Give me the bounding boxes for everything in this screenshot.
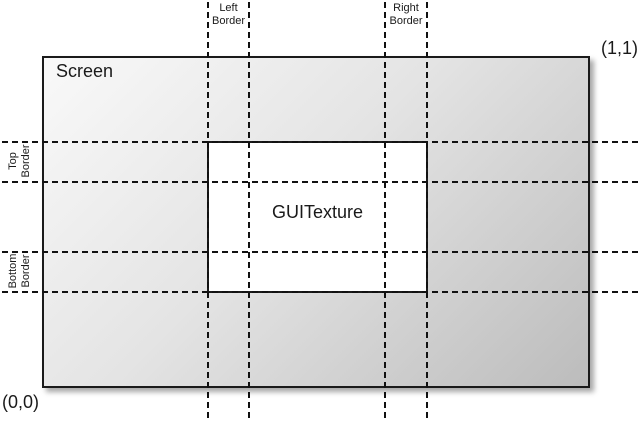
screen-label: Screen [56,61,114,81]
bottom-border-guide-line-1 [2,251,638,253]
bottom-border-label: Bottom Border [7,254,33,289]
right-border-label-line1: Right [393,2,419,14]
left-border-guide-line-1 [207,2,209,421]
bottom-border-label-line2: Border [20,254,32,288]
top-border-label-line2: Border [20,144,32,178]
left-border-label: Left Border [207,2,250,28]
bottom-border-guide-line-2 [2,291,638,293]
guitexture-rect [207,141,428,293]
right-border-label: Right Border [384,2,428,28]
right-border-label-line2: Border [389,15,423,27]
right-border-guide-line-2 [426,2,428,421]
top-border-guide-line-2 [2,181,638,183]
coord-top-right-label: (1,1) [600,38,638,58]
top-border-guide-line-1 [2,141,638,143]
left-border-guide-line-2 [248,2,250,421]
coord-bottom-left-label: (0,0) [2,392,40,412]
guitexture-label: GUITexture [271,202,364,222]
right-border-guide-line-1 [384,2,386,421]
top-border-label-line1: Top [7,152,19,170]
top-border-label: Top Border [7,144,33,177]
left-border-label-line1: Left [219,2,238,14]
bottom-border-label-line1: Bottom [7,253,19,289]
left-border-label-line2: Border [211,15,246,27]
